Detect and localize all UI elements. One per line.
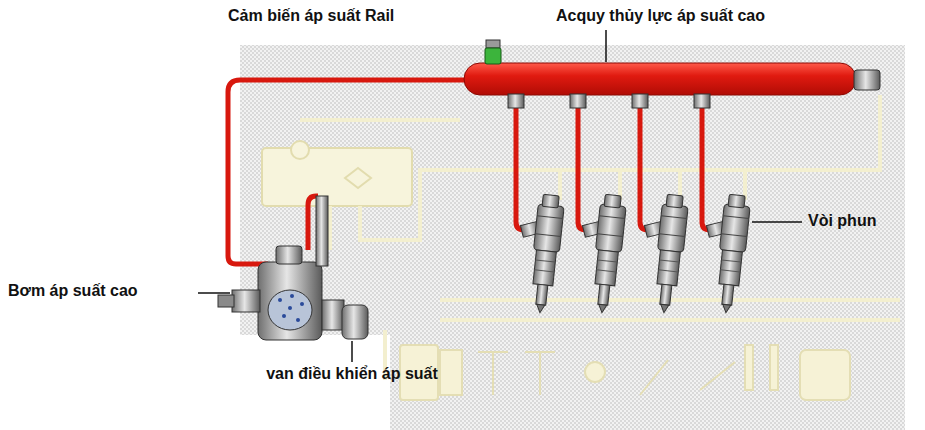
injector-label: Vòi phun — [808, 211, 876, 231]
part-label: Cảm biến áp suất Rail — [228, 6, 394, 26]
rail-label: Acquy thủy lực áp suất cao — [556, 6, 765, 26]
part-label: Bơm áp suất cao — [8, 281, 138, 301]
part-label: Acquy thủy lực áp suất cao — [556, 6, 765, 26]
pump-label: Bơm áp suất cao — [8, 281, 138, 301]
part-label: van điều khiển áp suất — [262, 364, 442, 384]
sensor-label: Cảm biến áp suất Rail — [228, 6, 394, 26]
part-label: Vòi phun — [808, 211, 876, 231]
valve-label: van điều khiển áp suất — [262, 364, 442, 384]
